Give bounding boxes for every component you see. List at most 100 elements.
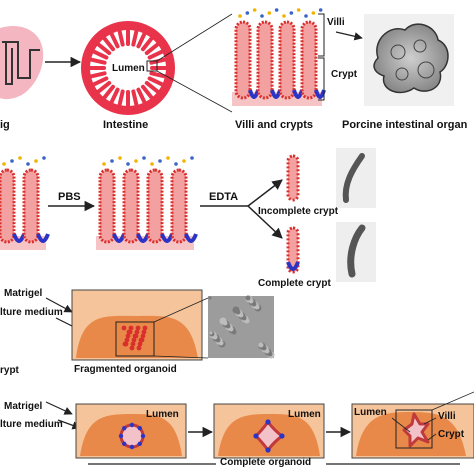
fragmented-organoid-well bbox=[71, 289, 203, 361]
zoom-line-r3-top bbox=[153, 297, 209, 323]
label-matrigel-r3: Matrigel bbox=[4, 288, 43, 299]
incomplete-crypt-micrograph bbox=[336, 148, 376, 208]
label-lumen-well3: Lumen bbox=[354, 407, 387, 418]
crypt-cell-dot bbox=[279, 433, 285, 439]
villus bbox=[98, 168, 116, 244]
villus-finger bbox=[140, 84, 154, 100]
microbe bbox=[296, 8, 301, 12]
cross-section-villi bbox=[88, 28, 168, 108]
cell-fragment bbox=[129, 345, 135, 351]
label-matrigel-r4: Matrigel bbox=[4, 401, 43, 412]
label-complete-crypt: Complete crypt bbox=[258, 278, 331, 289]
crypt-cells bbox=[136, 233, 150, 243]
label-villi-r4: Villi bbox=[438, 411, 456, 422]
fragmented-organoid-micrograph bbox=[208, 295, 275, 359]
cell-fragment bbox=[121, 325, 127, 331]
label-incomplete-crypt: Incomplete crypt bbox=[258, 206, 339, 217]
microbe bbox=[102, 162, 106, 166]
incomplete-crypt-illustration bbox=[286, 154, 300, 202]
villus-finger bbox=[117, 89, 125, 108]
zoom-line-top bbox=[156, 13, 233, 62]
intestine-cross-section bbox=[81, 21, 175, 115]
villus-finger bbox=[91, 76, 109, 87]
villus-finger bbox=[88, 57, 107, 65]
villus-finger bbox=[149, 71, 168, 79]
villi-before-pbs bbox=[0, 156, 50, 250]
cell-fragment bbox=[126, 329, 132, 335]
speckle bbox=[219, 317, 227, 325]
villus-finger bbox=[102, 36, 116, 52]
villus-finger bbox=[149, 57, 168, 65]
microbe bbox=[274, 8, 279, 12]
microbe bbox=[267, 11, 272, 15]
villi-and-crypts-illustration bbox=[232, 8, 326, 106]
microbe bbox=[10, 159, 14, 163]
cell-fragment bbox=[142, 325, 148, 331]
label-villi-and-crypts: Villi and crypts bbox=[235, 119, 314, 131]
label-lumen-well1: Lumen bbox=[146, 409, 179, 420]
zoom-line-bottom bbox=[156, 70, 233, 113]
crypt-cells bbox=[112, 233, 126, 243]
villus-finger bbox=[147, 49, 165, 60]
microbe bbox=[174, 162, 178, 166]
label-fragmented-organoid: Fragmented organoid bbox=[74, 364, 177, 375]
complete-crypt-illustration bbox=[286, 226, 300, 274]
porcine-organoid-micrograph bbox=[364, 14, 454, 106]
microbe bbox=[252, 8, 257, 12]
label-crypt-r3: rypt bbox=[0, 365, 19, 376]
cell-fragment bbox=[131, 337, 137, 343]
cell-fragment bbox=[137, 341, 143, 347]
speckle bbox=[208, 296, 212, 300]
label-porcine-organoid: Porcine intestinal organ bbox=[342, 119, 468, 131]
villus-finger bbox=[131, 89, 139, 108]
microbe bbox=[289, 11, 294, 15]
villus-finger bbox=[136, 87, 147, 105]
cell-fragment bbox=[136, 345, 142, 351]
microbe bbox=[110, 159, 114, 163]
microbe bbox=[190, 156, 194, 160]
organoid-well-1 bbox=[75, 403, 187, 459]
crypt-cells bbox=[184, 233, 198, 243]
villus bbox=[122, 168, 140, 244]
villi-after-pbs bbox=[96, 156, 198, 250]
crypt-cell-dot bbox=[118, 433, 124, 439]
villus-finger bbox=[96, 42, 112, 56]
cell-fragment bbox=[140, 333, 146, 339]
speckle bbox=[209, 331, 213, 335]
villus bbox=[278, 20, 296, 100]
villus-finger bbox=[117, 28, 125, 47]
crypt-cells bbox=[292, 89, 304, 99]
villus bbox=[256, 20, 274, 100]
microbe bbox=[260, 14, 264, 18]
microbe bbox=[134, 159, 138, 163]
crypt-cells bbox=[160, 233, 174, 243]
microbe bbox=[311, 11, 316, 15]
label-medium-r4: lture medium bbox=[0, 419, 63, 430]
crypt-cell-dot bbox=[137, 426, 142, 431]
complete-crypt-micrograph bbox=[336, 222, 376, 282]
crypt-bracket bbox=[318, 57, 325, 101]
crypt-cells bbox=[314, 89, 326, 99]
crypt-cell-dot bbox=[122, 426, 127, 431]
microbe bbox=[238, 14, 242, 18]
cell-fragment bbox=[124, 337, 130, 343]
label-pbs: PBS bbox=[58, 191, 81, 203]
crypt-cell-dot bbox=[265, 419, 271, 425]
zoom-line-r4 bbox=[431, 391, 474, 411]
villus-finger bbox=[136, 31, 147, 49]
arrow-to-complete bbox=[247, 205, 283, 239]
arrow-matrigel-r3 bbox=[45, 297, 73, 313]
villus-finger bbox=[102, 84, 116, 100]
label-villi-bracket: Villi bbox=[327, 17, 345, 28]
crypt-cells bbox=[36, 233, 50, 243]
cell-fragment bbox=[138, 337, 144, 343]
crypt-cell-dot bbox=[265, 447, 271, 453]
arrow-matrigel-r4 bbox=[45, 401, 73, 415]
cell-fragment bbox=[141, 329, 147, 335]
speckle bbox=[232, 306, 240, 314]
label-lumen-well2: Lumen bbox=[288, 409, 321, 420]
label-pig: ig bbox=[0, 119, 10, 131]
villus-finger bbox=[109, 31, 120, 49]
villus bbox=[22, 168, 40, 244]
microbe bbox=[2, 162, 6, 166]
